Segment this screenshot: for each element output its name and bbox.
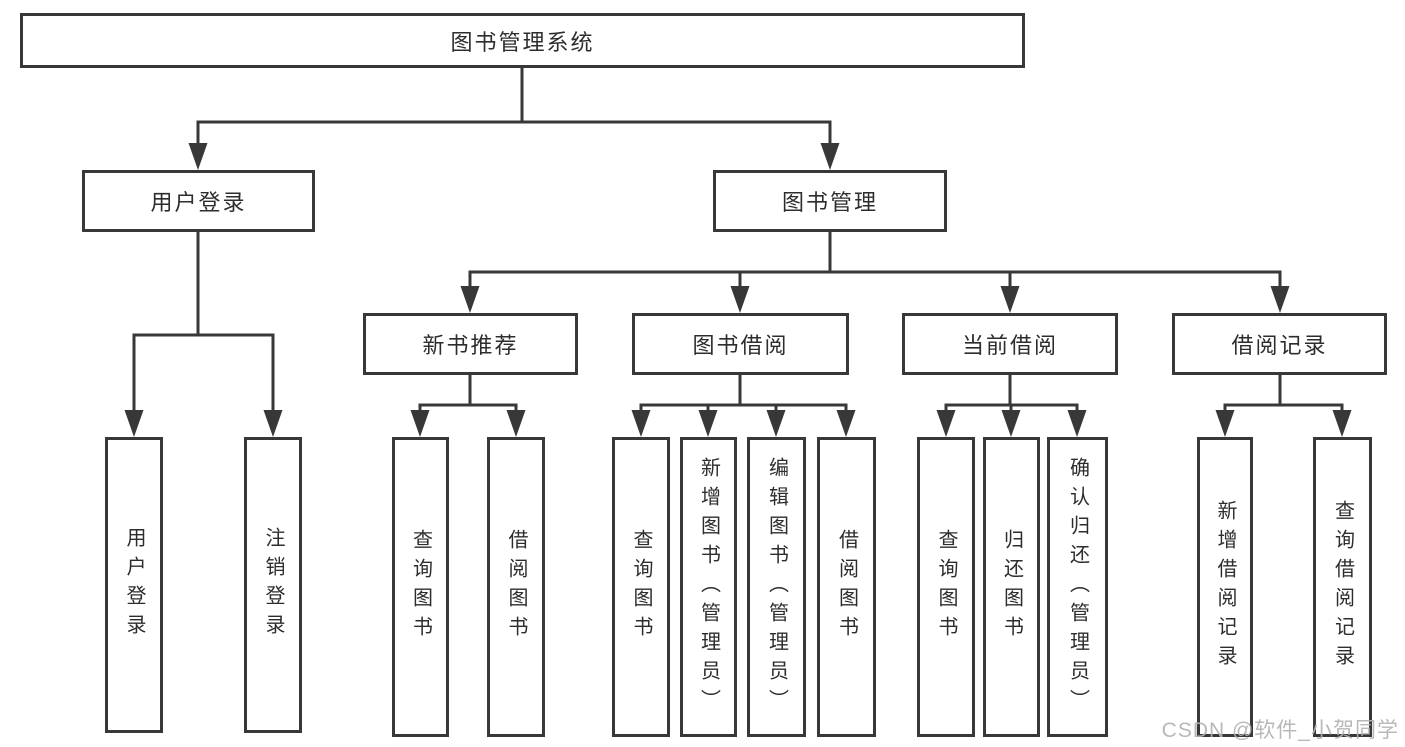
leaf-logout: 注销登录 xyxy=(244,437,302,733)
leaf-records-add-record: 新增借阅记录 xyxy=(1197,437,1253,737)
leaf-current-query-books-label: 查询图书 xyxy=(935,529,957,645)
leaf-logout-label: 注销登录 xyxy=(262,527,284,643)
leaf-recommend-borrow-books-label: 借阅图书 xyxy=(505,529,527,645)
leaf-current-query-books: 查询图书 xyxy=(917,437,975,737)
node-user-login: 用户登录 xyxy=(82,170,315,232)
leaf-recommend-query-books: 查询图书 xyxy=(392,437,449,737)
leaf-user-login: 用户登录 xyxy=(105,437,163,733)
leaf-borrow-borrow-books-label: 借阅图书 xyxy=(835,529,858,645)
node-new-book-recommendation: 新书推荐 xyxy=(363,313,578,375)
leaf-borrow-query-books: 查询图书 xyxy=(612,437,670,737)
leaf-records-query-record-label: 查询借阅记录 xyxy=(1331,500,1354,674)
leaf-current-return-books: 归还图书 xyxy=(983,437,1040,737)
node-current-borrowing-label: 当前借阅 xyxy=(961,333,1058,358)
node-new-book-recommendation-label: 新书推荐 xyxy=(422,333,519,358)
node-user-login-label: 用户登录 xyxy=(150,190,247,215)
leaf-user-login-label: 用户登录 xyxy=(123,527,145,643)
leaf-borrow-add-books-admin-label: 新增图书（管理员） xyxy=(697,456,720,718)
leaf-recommend-query-books-label: 查询图书 xyxy=(409,529,432,645)
csdn-watermark: CSDN @软件_小贺同学 xyxy=(1161,719,1399,742)
leaf-borrow-edit-books-admin-label: 编辑图书（管理员） xyxy=(765,456,788,718)
leaf-records-query-record: 查询借阅记录 xyxy=(1313,437,1372,737)
leaf-current-confirm-return-admin-label: 确认归还（管理员） xyxy=(1066,456,1089,718)
node-borrowing-records-label: 借阅记录 xyxy=(1231,333,1328,358)
node-book-management: 图书管理 xyxy=(713,170,947,232)
leaf-borrow-add-books-admin: 新增图书（管理员） xyxy=(680,437,737,737)
node-library-management-system-label: 图书管理系统 xyxy=(450,29,595,55)
leaf-current-return-books-label: 归还图书 xyxy=(1000,529,1023,645)
leaf-records-add-record-label: 新增借阅记录 xyxy=(1214,500,1236,674)
node-current-borrowing: 当前借阅 xyxy=(902,313,1118,375)
leaf-borrow-query-books-label: 查询图书 xyxy=(630,529,652,645)
node-book-borrowing-label: 图书借阅 xyxy=(692,333,789,358)
leaf-current-confirm-return-admin: 确认归还（管理员） xyxy=(1047,437,1108,737)
node-book-borrowing: 图书借阅 xyxy=(632,313,849,375)
leaf-borrow-borrow-books: 借阅图书 xyxy=(817,437,876,737)
leaf-borrow-edit-books-admin: 编辑图书（管理员） xyxy=(747,437,806,737)
leaf-recommend-borrow-books: 借阅图书 xyxy=(487,437,545,737)
node-book-management-label: 图书管理 xyxy=(781,190,878,215)
node-borrowing-records: 借阅记录 xyxy=(1172,313,1387,375)
node-library-management-system: 图书管理系统 xyxy=(20,13,1025,68)
